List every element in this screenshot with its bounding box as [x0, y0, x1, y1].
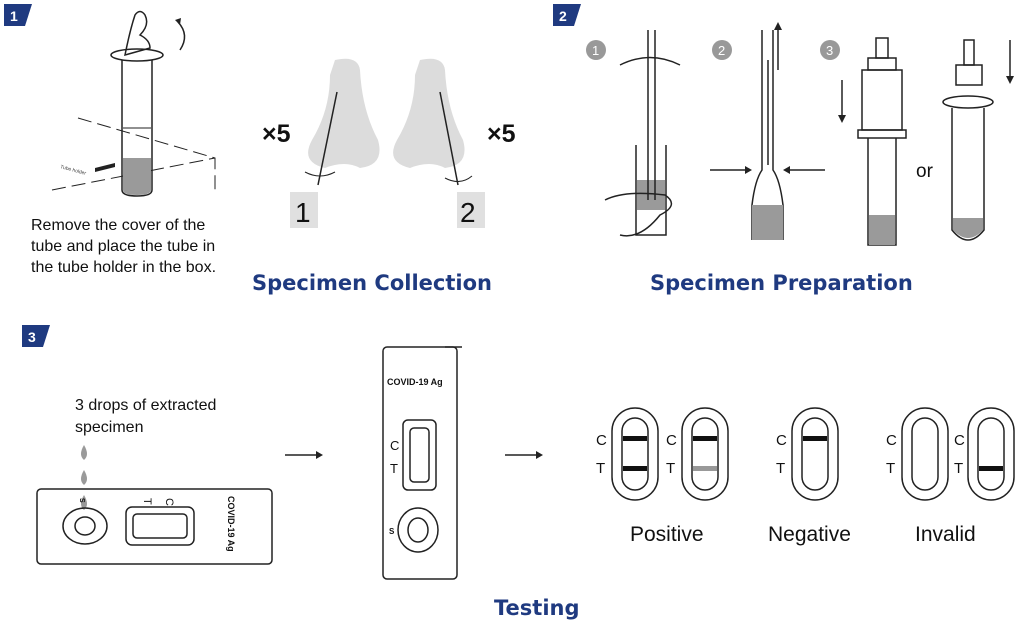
testing-title: Testing [494, 596, 580, 620]
svg-text:1: 1 [592, 43, 599, 58]
svg-text:T: T [954, 460, 963, 477]
result-positive-2: CT [666, 407, 729, 501]
positive-label: Positive [630, 523, 704, 546]
result-invalid-2: CT [954, 407, 1015, 501]
nose-left-illustration [304, 58, 380, 186]
step-1-instruction: Remove the cover of the [31, 217, 205, 234]
nose-right-illustration [393, 58, 473, 186]
svg-text:S: S [389, 527, 395, 536]
swab-squeeze-illustration [710, 22, 825, 240]
cassette-vertical: COVID-19 Ag C T S [382, 346, 462, 580]
invalid-label: Invalid [915, 523, 976, 546]
svg-text:3: 3 [826, 43, 833, 58]
svg-text:COVID-19 Ag: COVID-19 Ag [387, 377, 443, 387]
step-1-badge: 1 [4, 4, 32, 26]
svg-text:T: T [596, 460, 605, 477]
svg-text:C: C [163, 498, 175, 506]
result-invalid-1: CT [886, 407, 949, 501]
arrow [505, 451, 543, 459]
svg-text:C: C [666, 432, 677, 449]
step-1-instruction: the tube holder in the box. [31, 259, 216, 276]
nostril-1-label: 1 [295, 197, 311, 228]
svg-text:T: T [776, 460, 785, 477]
cap-tube-illustration [838, 37, 907, 246]
swab-rotate-illustration [604, 30, 681, 237]
substep-markers: 1 2 3 [586, 40, 840, 60]
svg-text:S: S [78, 498, 85, 503]
specimen-collection-title: Specimen Collection [252, 271, 492, 295]
drops-instruction: 3 drops of extracted [75, 397, 216, 414]
result-negative: CT [776, 407, 839, 501]
nostril-2-label: 2 [460, 197, 476, 228]
svg-text:C: C [390, 438, 399, 453]
svg-text:T: T [141, 498, 153, 505]
step-1-instruction: tube and place the tube in [31, 238, 215, 255]
drops-instruction: specimen [75, 419, 143, 436]
svg-text:2: 2 [718, 43, 725, 58]
svg-text:T: T [886, 460, 895, 477]
dropper-tube-illustration [942, 39, 1014, 241]
svg-text:T: T [390, 461, 398, 476]
negative-label: Negative [768, 523, 851, 546]
svg-text:1: 1 [10, 8, 18, 24]
svg-text:C: C [954, 432, 965, 449]
svg-text:C: C [596, 432, 607, 449]
result-positive-1: CT [596, 407, 659, 501]
cassette-horizontal: COVID-19 Ag C T S [36, 488, 273, 565]
svg-text:Tube holder: Tube holder [59, 164, 86, 177]
svg-text:T: T [666, 460, 675, 477]
arrow [285, 451, 323, 459]
svg-text:2: 2 [559, 8, 567, 24]
step-3-badge: 3 [22, 325, 50, 347]
svg-text:C: C [886, 432, 897, 449]
svg-text:C: C [776, 432, 787, 449]
step-2-badge: 2 [553, 4, 581, 26]
specimen-preparation-title: Specimen Preparation [650, 271, 913, 295]
svg-text:3: 3 [28, 329, 36, 345]
left-rotation-count: ×5 [262, 120, 291, 148]
or-label: or [916, 161, 934, 182]
right-rotation-count: ×5 [487, 120, 516, 148]
tube-in-holder-illustration: Tube holder [51, 10, 216, 197]
drop-icons [81, 445, 87, 510]
svg-text:COVID-19 Ag: COVID-19 Ag [226, 496, 236, 552]
